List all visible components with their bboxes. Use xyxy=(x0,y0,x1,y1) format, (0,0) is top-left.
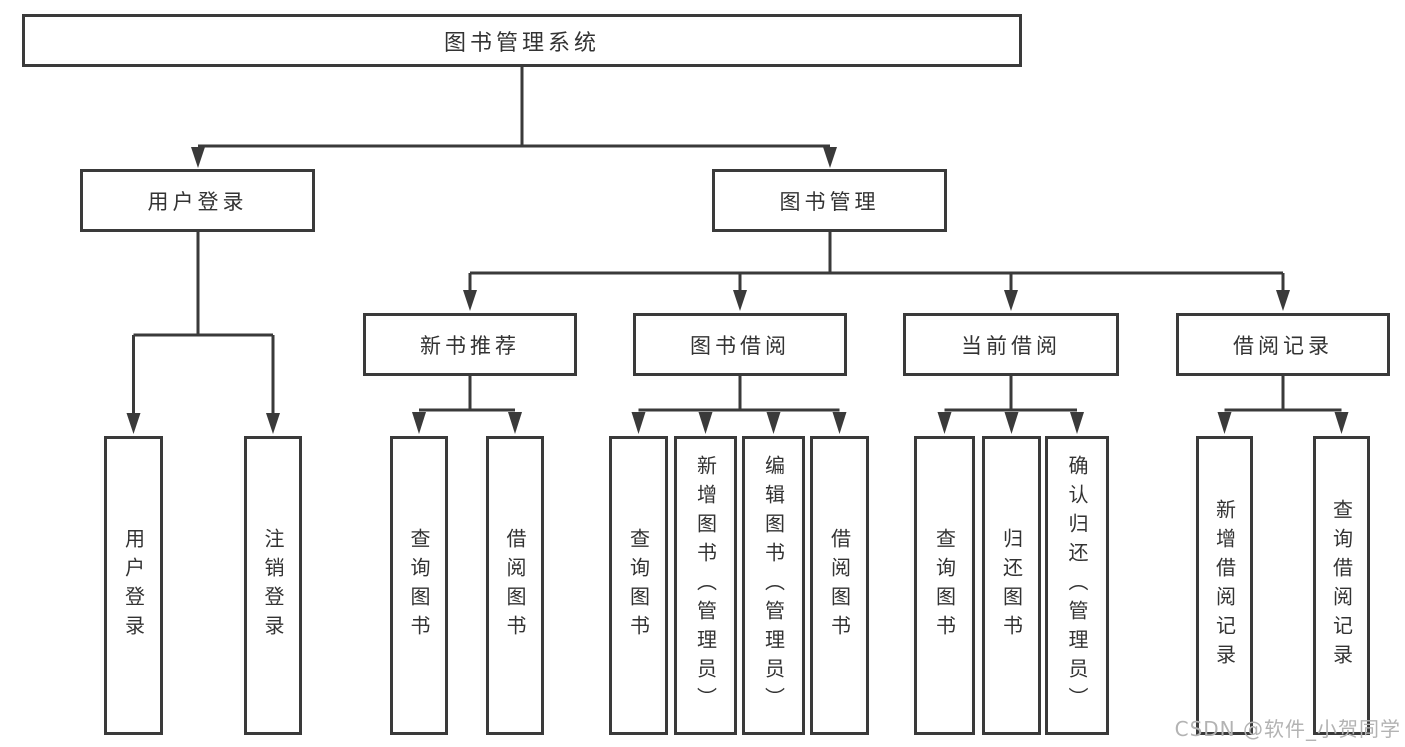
arrow-down-icon xyxy=(733,290,747,311)
connector-current-borrow-children xyxy=(937,376,1084,434)
arrow-down-icon xyxy=(191,147,205,168)
leaf-logout: 注销登录 xyxy=(244,436,302,735)
leaf-query-borrow-record: 查询借阅记录 xyxy=(1313,436,1370,735)
node-new-book-recommend: 新书推荐 xyxy=(363,313,577,376)
leaf-user-login: 用户登录 xyxy=(104,436,163,735)
arrow-down-icon xyxy=(266,413,280,434)
arrow-down-icon xyxy=(766,412,781,434)
node-borrow-records: 借阅记录 xyxy=(1176,313,1390,376)
leaf-borrow-books: 借阅图书 xyxy=(810,436,869,735)
arrow-down-icon xyxy=(126,413,141,434)
leaf-query-books-recommend: 查询图书 xyxy=(390,436,448,735)
node-root: 图书管理系统 xyxy=(22,14,1022,67)
arrow-down-icon xyxy=(631,412,646,434)
node-book-management: 图书管理 xyxy=(712,169,947,232)
arrow-down-icon xyxy=(1276,290,1290,311)
leaf-borrow-books-recommend: 借阅图书 xyxy=(486,436,544,735)
leaf-return-book: 归还图书 xyxy=(982,436,1041,735)
leaf-edit-book-admin: 编辑图书（管理员） xyxy=(742,436,805,735)
node-user-login: 用户登录 xyxy=(80,169,315,232)
node-book-borrow: 图书借阅 xyxy=(633,313,847,376)
arrow-down-icon xyxy=(508,412,522,434)
leaf-add-borrow-record: 新增借阅记录 xyxy=(1196,436,1253,735)
connector-book-management-children xyxy=(463,232,1290,311)
arrow-down-icon xyxy=(832,412,847,434)
arrow-down-icon xyxy=(1004,290,1018,311)
leaf-query-books-current: 查询图书 xyxy=(914,436,975,735)
arrow-down-icon xyxy=(1334,412,1349,434)
leaf-query-books-borrow: 查询图书 xyxy=(609,436,668,735)
arrow-down-icon xyxy=(937,412,952,434)
arrow-down-icon xyxy=(1004,412,1019,434)
connector-new-book-recommend-children xyxy=(412,376,522,434)
arrow-down-icon xyxy=(1217,412,1232,434)
arrow-down-icon xyxy=(1070,412,1084,434)
watermark-text: CSDN @软件_小贺同学 xyxy=(1174,717,1401,741)
arrow-down-icon xyxy=(823,147,837,168)
node-current-borrow: 当前借阅 xyxy=(903,313,1119,376)
connector-root-to-level2 xyxy=(191,67,837,168)
connector-user-login-children xyxy=(126,232,280,434)
leaf-add-book-admin: 新增图书（管理员） xyxy=(674,436,737,735)
arrow-down-icon xyxy=(463,290,477,311)
connector-borrow-records-children xyxy=(1217,376,1349,434)
arrow-down-icon xyxy=(698,412,713,434)
leaf-confirm-return-admin: 确认归还（管理员） xyxy=(1045,436,1109,735)
arrow-down-icon xyxy=(412,412,426,434)
connector-book-borrow-children xyxy=(631,376,847,434)
